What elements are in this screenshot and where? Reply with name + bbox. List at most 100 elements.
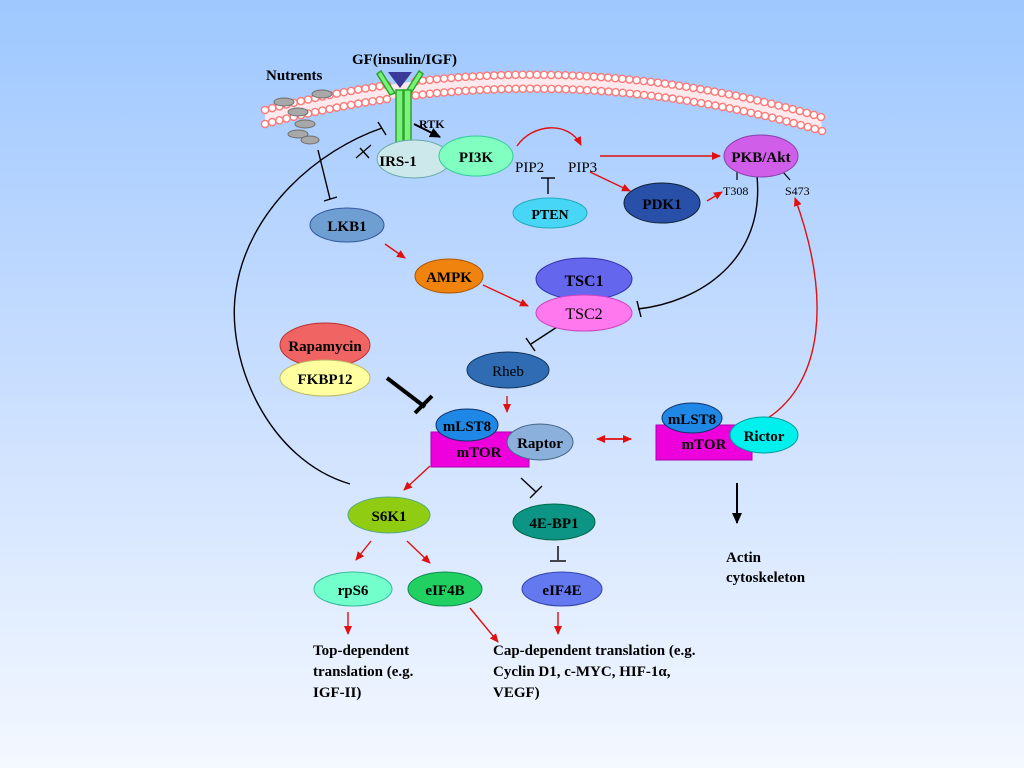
label-gf: GF(insulin/IGF) (352, 52, 457, 68)
label-tsc1: TSC1 (564, 273, 603, 290)
label-raptor: Raptor (517, 436, 563, 452)
membrane-bead (267, 117, 277, 127)
membrane-bead (339, 87, 349, 97)
arrow-lkb1-ampk (384, 243, 406, 259)
membrane-bead (489, 85, 499, 94)
label-4ebp1: 4E-BP1 (529, 516, 578, 532)
arrow-mtorc2-akt (767, 197, 818, 419)
membrane-bead (632, 89, 642, 99)
membrane-bead (568, 85, 578, 94)
ligand-triangle (388, 72, 412, 88)
membrane-bead (346, 86, 356, 96)
membrane-bead (809, 110, 819, 120)
membrane-bead (768, 113, 777, 122)
inhibit-mtorc1-4ebp1 (520, 477, 537, 493)
membrane-bead (802, 108, 812, 118)
node-rheb: Rheb (466, 351, 550, 389)
node-pi3k: PI3K (438, 135, 514, 177)
arrow-ampk-tsc2 (482, 284, 529, 307)
membrane-bead (267, 103, 277, 113)
membrane-bead (339, 101, 349, 111)
membrane-bead (639, 76, 649, 86)
node-tsc1: TSC1 (535, 257, 633, 301)
label-top-line3: IGF-II) (313, 685, 361, 701)
node-pkb-akt: PKB/Akt (723, 134, 799, 178)
membrane-bead (561, 70, 570, 80)
node-4ebp1: 4E-BP1 (512, 503, 596, 541)
label-pip2: PIP2 (515, 160, 544, 176)
membrane-bead (432, 74, 442, 84)
membrane-bead (425, 75, 435, 85)
label-pten: PTEN (531, 208, 568, 223)
node-pdk1: PDK1 (623, 182, 701, 224)
membrane-bead (482, 85, 492, 94)
node-pten: PTEN (512, 197, 588, 229)
membrane-bead (782, 117, 791, 126)
membrane-bead (711, 101, 720, 110)
membrane-bead (817, 126, 827, 136)
akt-s473-tick (782, 171, 791, 181)
membrane-bead (760, 111, 770, 121)
membrane-bead (610, 73, 620, 83)
arrow-pdk1-akt (706, 191, 723, 202)
membrane-bead (717, 88, 727, 98)
membrane-bead (568, 71, 577, 80)
label-rheb: Rheb (492, 364, 524, 380)
membrane-bead (774, 101, 783, 110)
arrow-mtorc1-s6k1 (403, 465, 431, 491)
node-rapamycin: Rapamycin (279, 322, 371, 368)
membrane-bead (696, 98, 706, 108)
membrane-bead (810, 124, 820, 134)
label-actin: Actin (726, 550, 762, 566)
membrane-bead (725, 104, 734, 113)
membrane-bead (361, 98, 370, 107)
node-rps6: rpS6 (313, 571, 393, 607)
membrane-bead (482, 71, 492, 80)
label-t308: T308 (723, 184, 748, 198)
nutrient-particles (273, 89, 333, 145)
membrane-bead (468, 72, 478, 81)
label-pkb-akt: PKB/Akt (731, 150, 790, 166)
label-pip3: PIP3 (568, 160, 597, 176)
membrane-bead (468, 86, 478, 95)
rtk-receptor (376, 69, 424, 149)
mtorc1-complex: mLST8 mTOR Raptor (430, 408, 574, 468)
membrane-bead (674, 81, 684, 90)
membrane-bead (667, 80, 677, 89)
node-eif4b: eIF4B (407, 571, 483, 607)
membrane-bead (732, 105, 742, 114)
arrow-s6k1-rps6 (355, 540, 372, 561)
inhibit-rapamycin-mtorc1 (385, 376, 427, 409)
membrane-bead (803, 122, 813, 132)
label-pdk1: PDK1 (642, 197, 681, 213)
membrane-bead (425, 89, 435, 99)
membrane-bead (282, 114, 291, 123)
membrane-bead (318, 106, 327, 115)
membrane-bead (760, 97, 769, 107)
membrane-bead (596, 72, 606, 82)
membrane-bead (639, 90, 649, 100)
label-rictor: Rictor (744, 429, 785, 445)
membrane-bead (689, 97, 699, 107)
membrane-bead (497, 84, 506, 94)
membrane-bead (554, 84, 563, 94)
membrane-bead (525, 70, 535, 79)
membrane-bead (654, 92, 663, 101)
node-fkbp12: FKBP12 (279, 359, 371, 397)
label-cytoskeleton: cytoskeleton (726, 570, 806, 586)
membrane-bead (446, 87, 456, 97)
membrane-bead (668, 94, 677, 103)
membrane-bead (361, 84, 370, 93)
membrane-bead (461, 86, 470, 96)
membrane-bead (731, 91, 741, 100)
membrane-bead (597, 86, 606, 96)
membrane-bead (439, 74, 449, 83)
inhibit-tsc2-rheb (530, 326, 558, 345)
membrane-bead (682, 82, 691, 91)
membrane-bead (475, 71, 485, 81)
membrane-bead (788, 104, 798, 114)
membrane-bead (582, 85, 592, 95)
label-cap-line1: Cap-dependent translation (e.g. (493, 643, 696, 659)
membrane-bead (618, 74, 627, 84)
